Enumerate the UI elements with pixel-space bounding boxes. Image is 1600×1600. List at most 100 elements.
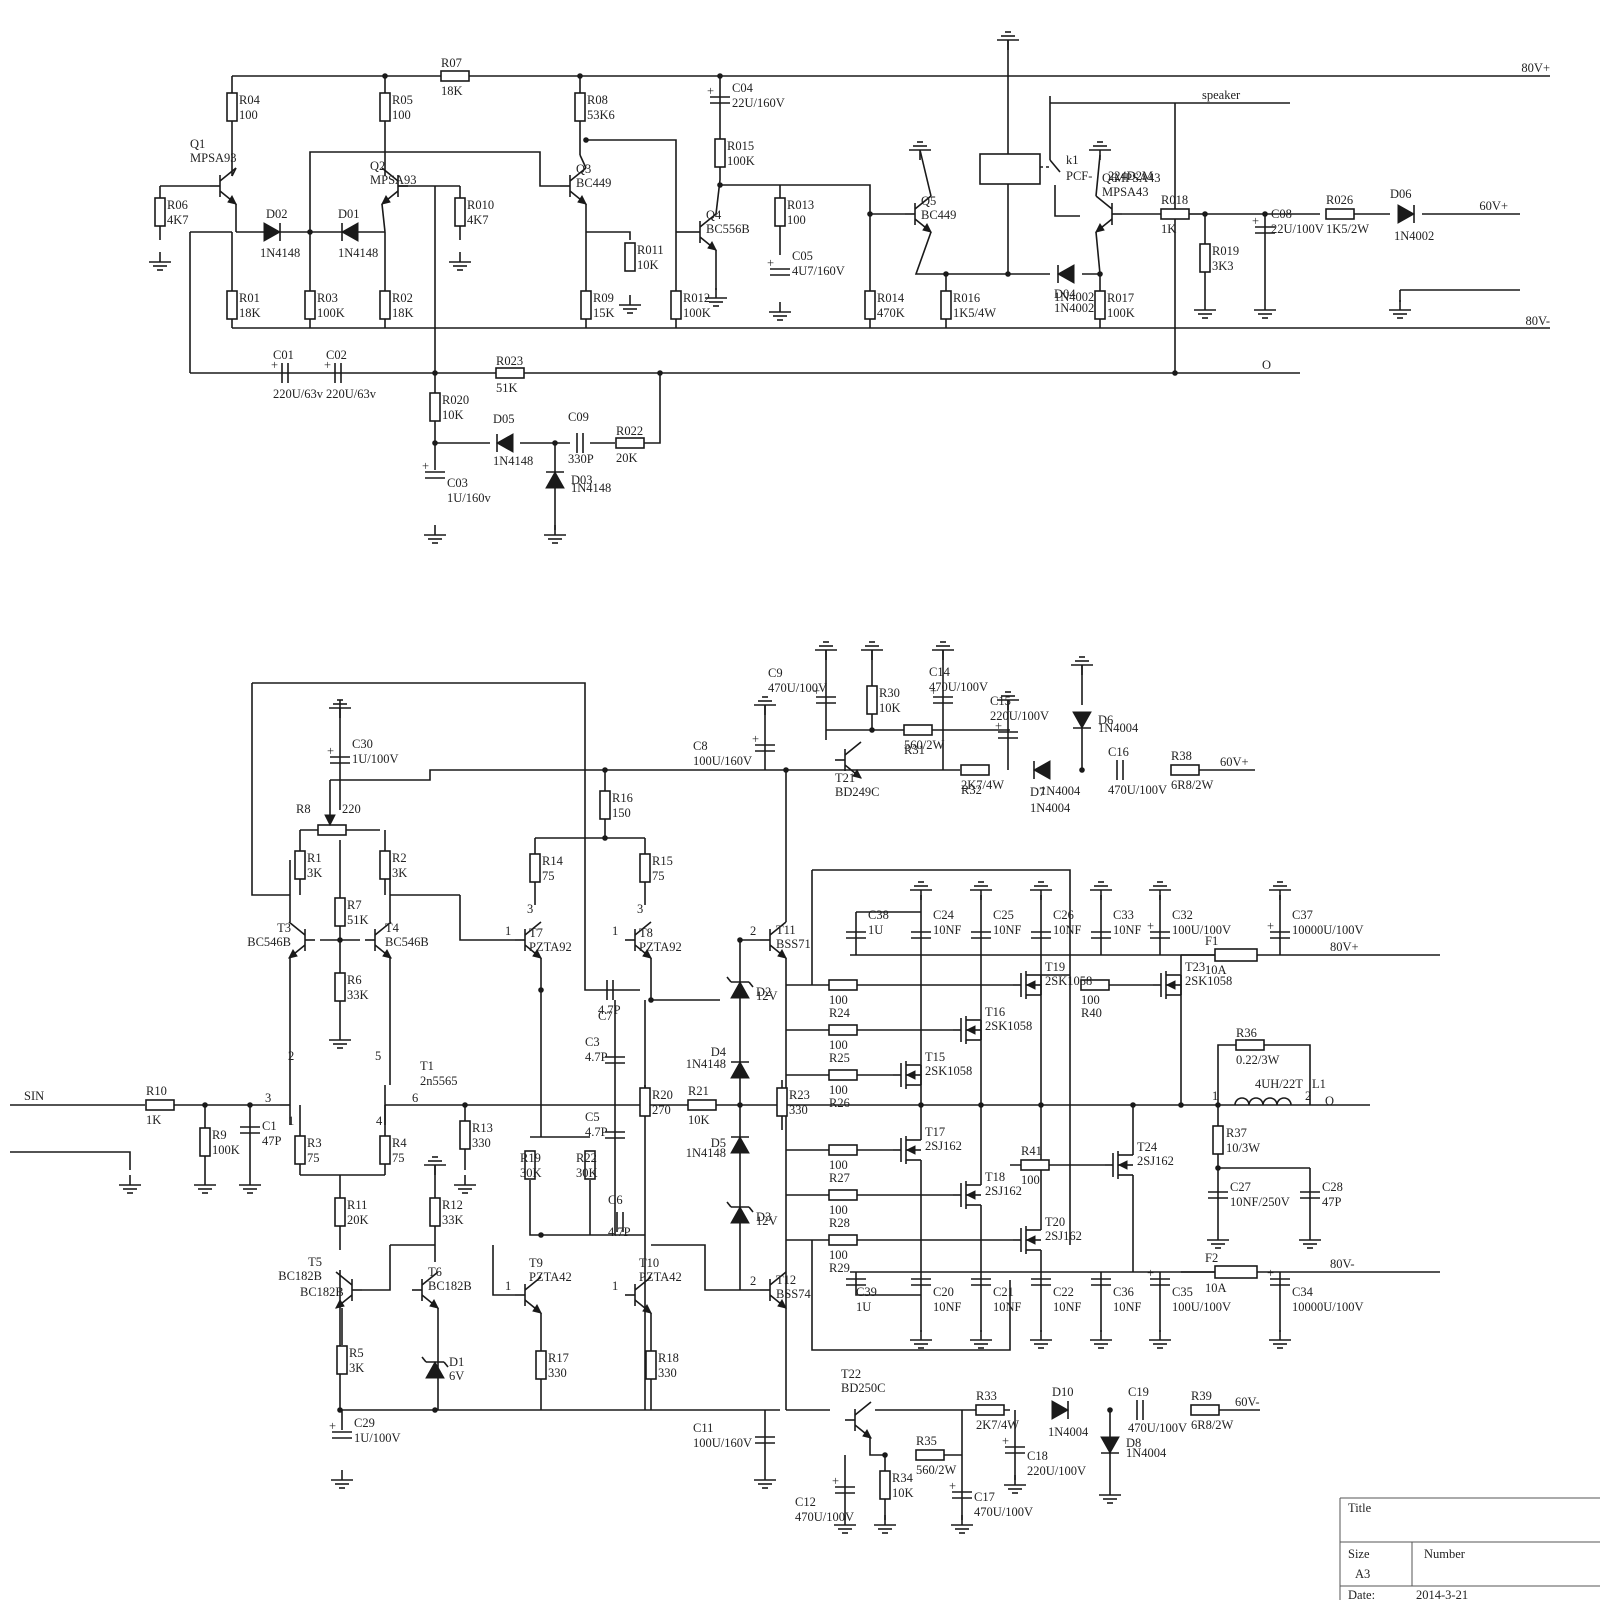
resistor-value: 3K bbox=[349, 1361, 364, 1375]
resistor-r17 bbox=[535, 1350, 547, 1380]
zener-wing bbox=[726, 1201, 732, 1208]
collector-lead bbox=[421, 1271, 439, 1286]
diode-d8 bbox=[1100, 1436, 1120, 1455]
capacitor-ref: C35 bbox=[1172, 1285, 1193, 1299]
relay-switch-arm bbox=[1049, 159, 1061, 173]
emitter-arrow bbox=[707, 241, 717, 251]
ground-symbol bbox=[331, 1470, 353, 1489]
transistor-t21 bbox=[835, 741, 862, 779]
zener-wing bbox=[748, 981, 754, 988]
resistor-r1 bbox=[294, 850, 306, 880]
transistor-ref: T11 bbox=[776, 923, 796, 937]
ground-symbol bbox=[1194, 300, 1216, 319]
capacitor-ref: C08 bbox=[1271, 207, 1292, 221]
resistor-r03 bbox=[304, 290, 316, 320]
capacitor-value: 100U/160V bbox=[693, 754, 752, 768]
junction-dot bbox=[247, 1102, 253, 1108]
transistor-ref: T6 bbox=[428, 1265, 442, 1279]
resistor-ref: R27 bbox=[829, 1171, 850, 1185]
ground-symbol bbox=[769, 302, 791, 321]
resistor-value: 75 bbox=[307, 1151, 320, 1165]
ground-symbol bbox=[910, 1330, 932, 1349]
diode-d10 bbox=[1051, 1400, 1070, 1420]
resistor-body bbox=[645, 1350, 657, 1380]
resistor-r011 bbox=[624, 242, 636, 272]
ground-symbol bbox=[1090, 1330, 1112, 1349]
transistor-ref: Q5 bbox=[921, 194, 936, 208]
resistor-r012 bbox=[670, 290, 682, 320]
resistor-value: 10K bbox=[892, 1486, 914, 1500]
mosfet-t20 bbox=[1013, 1226, 1041, 1254]
resistor-r29 bbox=[828, 1234, 858, 1246]
junction-dot bbox=[583, 137, 589, 143]
mosfet-part: 2SK1058 bbox=[985, 1019, 1032, 1033]
rail-label-top-80v-neg: 80V- bbox=[1525, 314, 1550, 328]
resistor-r38 bbox=[1170, 764, 1200, 776]
transistor-ref: T4 bbox=[385, 921, 400, 935]
resistor-value: 470K bbox=[877, 306, 905, 320]
resistor-r31 bbox=[903, 724, 933, 736]
resistor-ref: R07 bbox=[441, 56, 462, 70]
resistor-body bbox=[379, 92, 391, 122]
resistor-ref: R20 bbox=[652, 1088, 673, 1102]
capacitor-ref: C21 bbox=[993, 1285, 1014, 1299]
resistor-r017 bbox=[1094, 290, 1106, 320]
diode-d01 bbox=[340, 222, 359, 242]
diode-value: 1N4148 bbox=[571, 481, 611, 495]
resistor-ref: R04 bbox=[239, 93, 261, 107]
polarity-mark: + bbox=[1252, 214, 1259, 228]
collector-lead bbox=[914, 195, 932, 210]
resistor-r01 bbox=[226, 290, 238, 320]
resistor-body bbox=[334, 897, 346, 927]
transistor-t7 bbox=[515, 921, 542, 959]
resistor-ref: R012 bbox=[683, 291, 710, 305]
transistor-part: BC556B bbox=[706, 222, 750, 236]
resistor-r14 bbox=[529, 853, 541, 883]
diode-d7 bbox=[1032, 760, 1051, 780]
polarity-mark: + bbox=[324, 358, 331, 372]
transistor-t11 bbox=[760, 921, 787, 959]
resistor-ref: R21 bbox=[688, 1084, 709, 1098]
transistor-part: MPSA93 bbox=[370, 173, 417, 187]
resistor-value: 150 bbox=[612, 806, 631, 820]
transistor-q2 bbox=[381, 167, 408, 205]
pin-number: 1 bbox=[505, 924, 511, 938]
resistor-r04 bbox=[226, 92, 238, 122]
resistor-ref: R36 bbox=[1236, 1026, 1257, 1040]
capacitor-value: 4U7/160V bbox=[792, 264, 845, 278]
diode-value: 1N4148 bbox=[686, 1146, 726, 1160]
ground-symbol bbox=[1071, 656, 1093, 675]
pin-number: 1 bbox=[612, 1279, 618, 1293]
diode-ref: D01 bbox=[338, 207, 360, 221]
junction-dot bbox=[602, 767, 608, 773]
capacitor-ref: C19 bbox=[1128, 1385, 1149, 1399]
diode-d03 bbox=[545, 470, 565, 489]
wire bbox=[10, 1151, 131, 1170]
resistor-r34 bbox=[879, 1470, 891, 1500]
resistor-ref: R39 bbox=[1191, 1389, 1212, 1403]
resistor-body bbox=[529, 853, 541, 883]
transistor-part: BC182B bbox=[278, 1269, 322, 1283]
resistor-r32 bbox=[960, 764, 990, 776]
transistor-part: BC546B bbox=[247, 935, 291, 949]
capacitor-ref: C39 bbox=[856, 1285, 877, 1299]
title-block bbox=[1339, 1497, 1600, 1600]
transistor-q5 bbox=[905, 195, 932, 233]
resistor-r40 bbox=[1080, 979, 1110, 991]
junction-dot bbox=[432, 440, 438, 446]
capacitor-ref: C22 bbox=[1053, 1285, 1074, 1299]
resistor-ref: R05 bbox=[392, 93, 413, 107]
ground-symbol bbox=[909, 141, 931, 160]
resistor-ref: R15 bbox=[652, 854, 673, 868]
pin-number: 3 bbox=[265, 1091, 271, 1105]
junction-dot bbox=[869, 727, 875, 733]
resistor-r020 bbox=[429, 392, 441, 422]
pin-number: 4 bbox=[376, 1114, 383, 1128]
emitter-arrow bbox=[532, 1304, 542, 1314]
capacitor-ref: C09 bbox=[568, 410, 589, 424]
relay-part2: 224D2M bbox=[1108, 169, 1153, 183]
junction-dot bbox=[783, 767, 789, 773]
diode-value: 1N4002 bbox=[1054, 290, 1094, 304]
rail-label-bottom-60v-pos: 60V+ bbox=[1220, 755, 1249, 769]
resistor-value: 15K bbox=[593, 306, 615, 320]
